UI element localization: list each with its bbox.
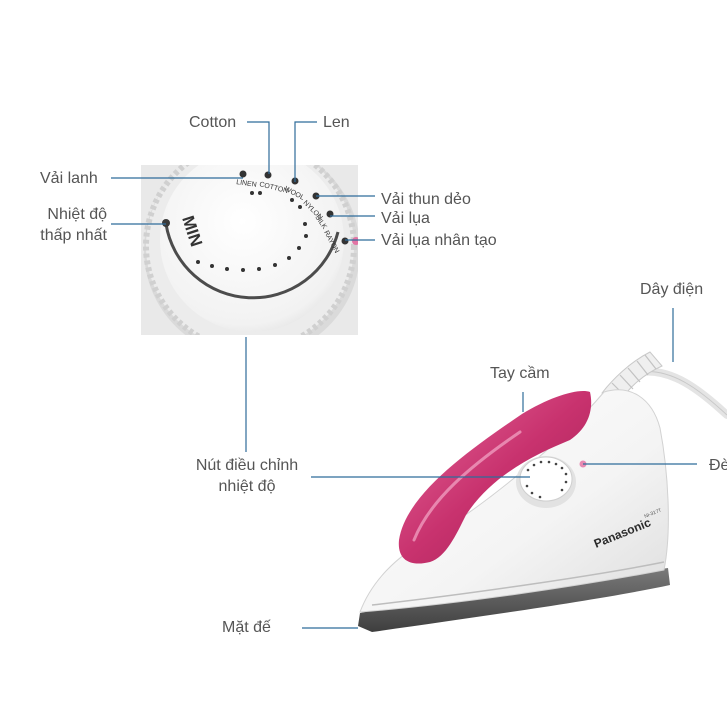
knob-face [160, 165, 344, 332]
label-nut-dieu-chinh-nhiet-do: Nút điều chỉnh nhiệt độ [186, 455, 308, 497]
iron: Panasonic NI-317T [358, 351, 727, 632]
label-len: Len [323, 114, 350, 131]
label-mat-de: Mặt đế [222, 619, 271, 636]
dial-dots [196, 191, 308, 272]
label-den: Đè [709, 457, 727, 474]
min-dot [162, 219, 170, 227]
power-cord [636, 367, 727, 419]
leader-cotton [247, 121, 270, 174]
temperature-knob[interactable] [516, 456, 576, 508]
leader-lines [111, 121, 697, 629]
label-vai-lua-nhan-tao: Vải lụa nhân tạo [381, 232, 497, 249]
handle-highlight [412, 430, 522, 542]
dial-scale-arc [164, 223, 340, 300]
label-tay-cam: Tay cầm [490, 365, 550, 382]
label-vai-thun-deo: Vải thun dẻo [381, 191, 471, 208]
dial-linen-text: LINEN [236, 179, 257, 189]
label-vai-lua: Vải lụa [381, 210, 430, 227]
dial-closeup: MIN LINEN COTTON WOOL NYLON SILK RAYON [141, 165, 358, 335]
leader-len [294, 121, 317, 182]
body-crease [371, 561, 665, 606]
label-nhiet-do-thap-nhat: Nhiệt độ thấp nhất [18, 204, 107, 246]
label-day-dien: Dây điện [640, 281, 704, 298]
label-cotton: Cotton [189, 114, 237, 131]
indicator-light [352, 237, 358, 245]
label-nut-dieu-chinh-line2: nhiệt độ [218, 478, 276, 495]
label-nut-dieu-chinh-line1: Nút điều chỉnh [195, 457, 299, 474]
label-nhiet-do-line2: thấp nhất [40, 227, 107, 244]
label-nhiet-do-line1: Nhiệt độ [47, 206, 107, 223]
label-vai-lanh: Vải lanh [40, 170, 98, 187]
soleplate [358, 568, 670, 632]
